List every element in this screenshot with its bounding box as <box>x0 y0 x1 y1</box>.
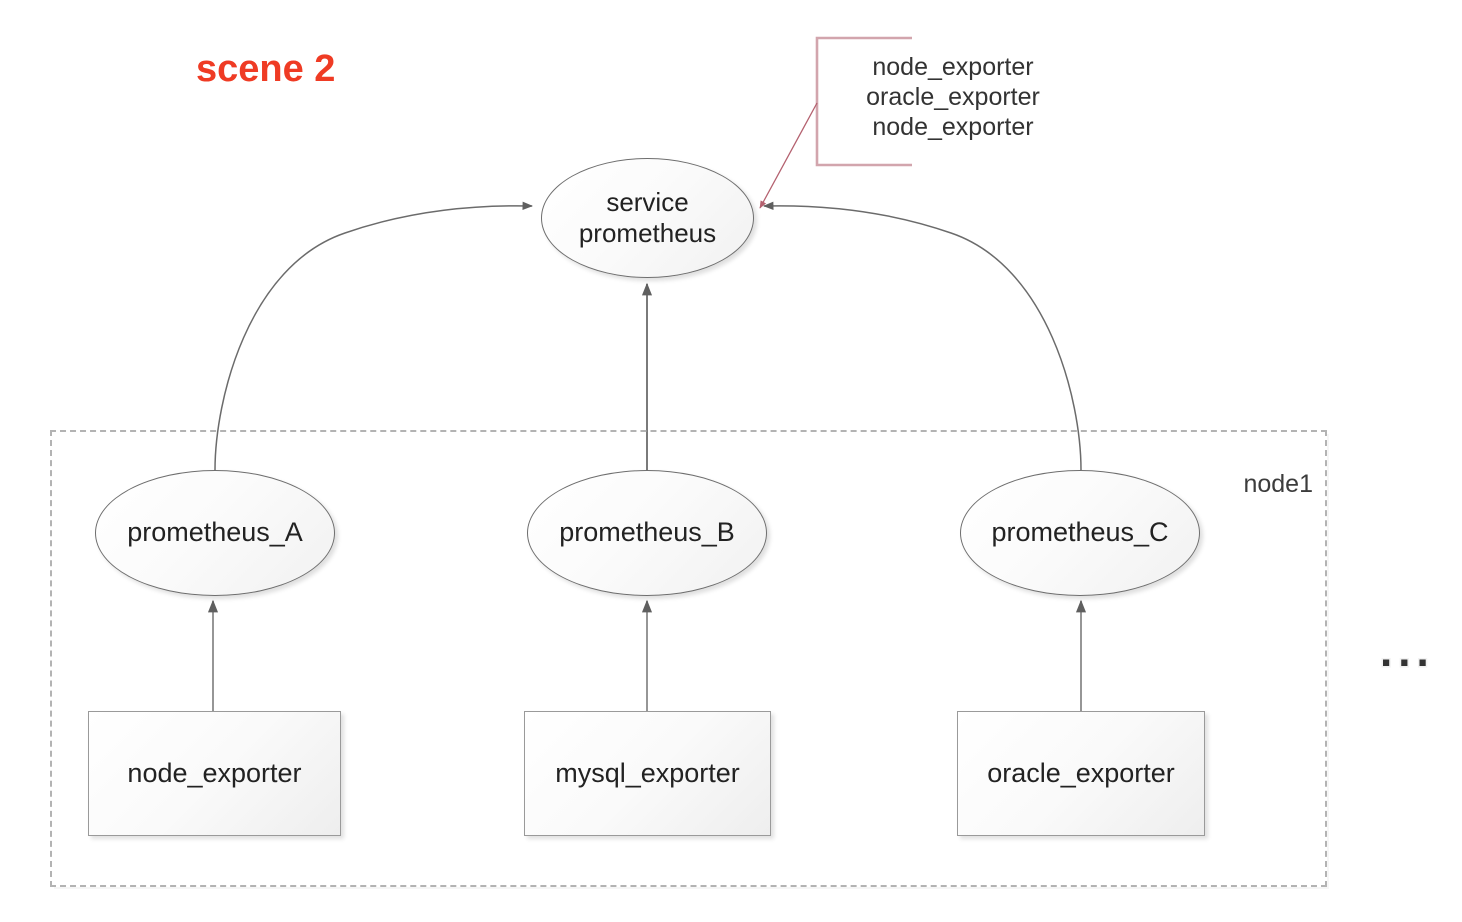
box-oracle-exporter[interactable]: oracle_exporter <box>957 711 1205 836</box>
callout-line-3: node_exporter <box>872 113 1034 141</box>
box-mysql-exporter-label: mysql_exporter <box>555 758 740 788</box>
box-node-exporter-label: node_exporter <box>127 758 302 788</box>
edge-prometheus-a-to-service <box>214 201 534 471</box>
node-service-prometheus[interactable]: service prometheus <box>541 158 754 278</box>
node-prometheus-b-label: prometheus_B <box>559 517 735 548</box>
edge-prometheus-c-to-service <box>762 201 1082 471</box>
callout-text-block: node_exporter oracle_exporter node_expor… <box>838 52 1068 142</box>
service-label-line-2: prometheus <box>578 218 717 248</box>
node-group-label: node1 <box>1243 470 1313 498</box>
box-mysql-exporter[interactable]: mysql_exporter <box>524 711 771 836</box>
node-prometheus-a-label: prometheus_A <box>127 517 303 548</box>
callout-bracket <box>815 36 912 167</box>
box-oracle-exporter-label: oracle_exporter <box>987 758 1175 788</box>
node-service-prometheus-label: service prometheus <box>579 187 716 248</box>
node-prometheus-b[interactable]: prometheus_B <box>527 470 767 596</box>
callout-leader-line <box>759 102 818 209</box>
scene-title: scene 2 <box>196 48 336 90</box>
box-node-exporter[interactable]: node_exporter <box>88 711 341 836</box>
service-label-line-1: service <box>606 187 689 218</box>
more-nodes-ellipsis: ... <box>1380 627 1435 676</box>
node-prometheus-a[interactable]: prometheus_A <box>95 470 335 596</box>
node-prometheus-c-label: prometheus_C <box>991 517 1169 548</box>
callout-line-1: node_exporter <box>872 53 1034 81</box>
callout-line-2: oracle_exporter <box>866 83 1040 111</box>
node-prometheus-c[interactable]: prometheus_C <box>960 470 1200 596</box>
node-group-node1: node1 <box>50 430 1327 887</box>
